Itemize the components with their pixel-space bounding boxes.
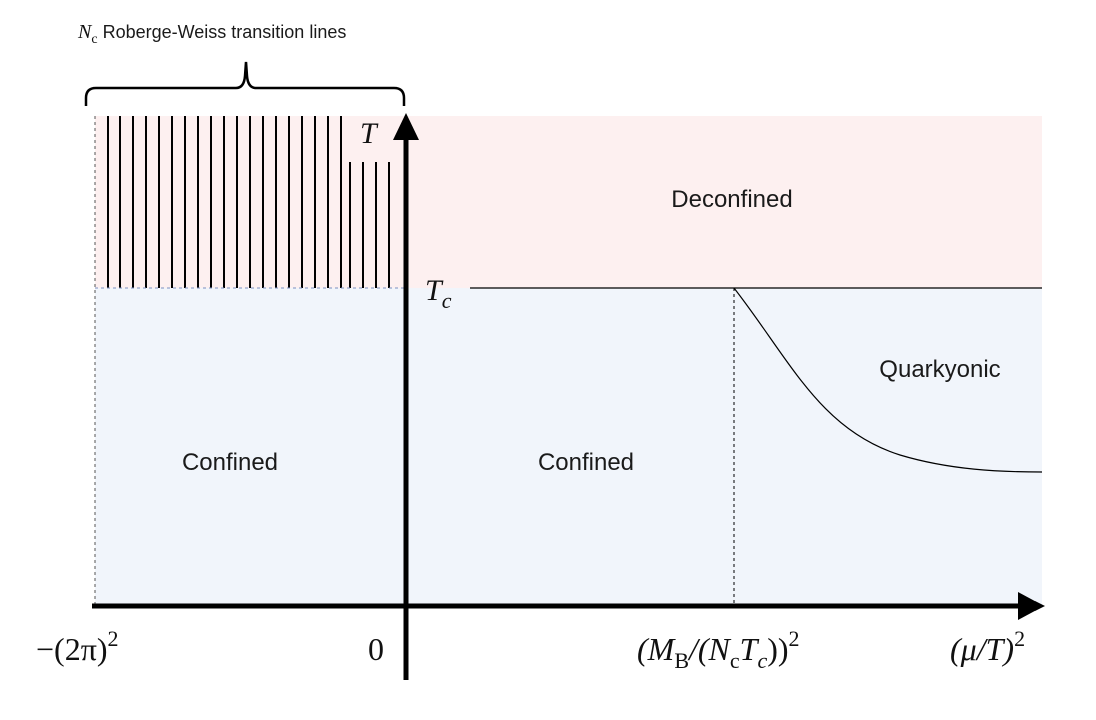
tick-mb-close: )) bbox=[767, 631, 788, 667]
tick-mb-t: T bbox=[740, 631, 760, 667]
tick-mb-open: (M bbox=[637, 631, 677, 667]
region-label-confined-left: Confined bbox=[182, 449, 278, 476]
tc-symbol: T bbox=[425, 274, 444, 307]
tick-negative-exponent: 2 bbox=[108, 626, 119, 651]
tick-mb-sub2: c bbox=[730, 648, 740, 673]
tick-negative-2pi-squared: −(2π)2 bbox=[36, 626, 119, 667]
quarkyonic-boundary-curve bbox=[733, 287, 1043, 473]
nc-subscript: c bbox=[91, 32, 97, 47]
y-axis-label: T bbox=[360, 117, 379, 150]
tc-subscript: c bbox=[442, 288, 452, 313]
tick-mb-threshold: (MB/(NcTc))2 bbox=[637, 626, 800, 673]
tick-zero: 0 bbox=[368, 631, 384, 667]
region-label-quarkyonic: Quarkyonic bbox=[879, 356, 1000, 383]
x-axis-arrowhead bbox=[1018, 592, 1044, 620]
tick-mb-mid: /(N bbox=[687, 631, 732, 667]
x-axis-label-base: (μ/T) bbox=[950, 631, 1014, 667]
confined-region-right bbox=[406, 288, 1042, 606]
tc-label: Tc bbox=[425, 274, 452, 313]
bracket-text: Roberge-Weiss transition lines bbox=[98, 22, 347, 42]
tick-mb-sub: B bbox=[674, 648, 689, 673]
tick-mb-exponent: 2 bbox=[789, 626, 800, 651]
curly-bracket bbox=[84, 61, 406, 106]
bracket-label: Nc Roberge-Weiss transition lines bbox=[77, 21, 346, 47]
region-label-confined-right: Confined bbox=[538, 449, 634, 476]
tick-negative-base: −(2π) bbox=[36, 631, 108, 667]
confined-region-left bbox=[95, 288, 406, 606]
region-label-deconfined: Deconfined bbox=[671, 186, 792, 213]
x-axis-label: (μ/T)2 bbox=[950, 626, 1025, 667]
x-axis-label-exponent: 2 bbox=[1014, 626, 1025, 651]
tick-mb-sub3: c bbox=[757, 648, 767, 673]
nc-symbol: N bbox=[77, 21, 93, 43]
deconfined-region-right bbox=[406, 116, 1042, 288]
y-axis-arrowhead bbox=[393, 113, 419, 140]
roberge-weiss-lines bbox=[107, 116, 390, 288]
